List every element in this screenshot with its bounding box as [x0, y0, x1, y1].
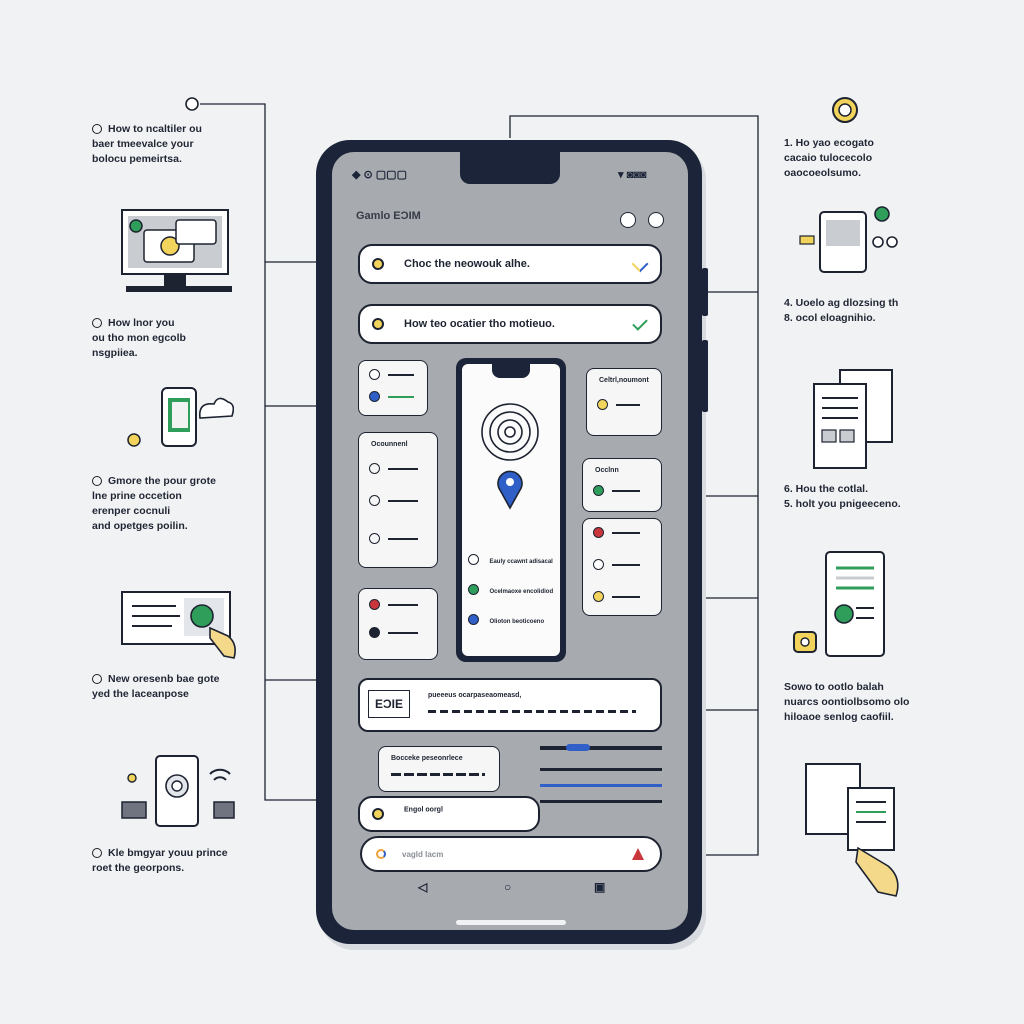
list-card-left[interactable]: Ocounnenl	[358, 432, 438, 568]
summary-card-line	[391, 773, 485, 776]
mini-phone-notch	[492, 362, 530, 378]
phone-gear-illustration-icon	[799, 206, 898, 273]
nav-back-button[interactable]: ◁	[418, 880, 428, 894]
info-card-right-top-title: Celtrl,noumont	[599, 377, 649, 384]
documents-illustration-icon	[813, 369, 893, 469]
banner-title: pueeeus ocarpaseaomeasd,	[428, 692, 522, 699]
slider-3-track[interactable]	[540, 784, 662, 787]
step-number-icon	[92, 674, 102, 684]
radio-icon	[468, 614, 479, 625]
summary-card-title: Bocceke peseonrlece	[391, 755, 463, 762]
status-dot-icon	[593, 527, 604, 538]
nav-home-button[interactable]: ○	[504, 880, 512, 894]
status-bar-left: ◆ ⊙ ▢▢▢	[352, 169, 407, 181]
location-pin-icon	[372, 318, 384, 330]
info-card-right-bottom[interactable]	[582, 518, 662, 616]
mic-icon[interactable]	[632, 848, 644, 860]
option-pill[interactable]: Engol oorgl	[358, 796, 540, 832]
radio-icon	[468, 584, 479, 595]
app-title: Gamlo EƆIM	[356, 210, 421, 222]
step-number-icon	[92, 318, 102, 328]
location-target-icon	[481, 403, 539, 510]
phone-notch	[460, 146, 560, 184]
info-card-right-top[interactable]: Celtrl,noumont	[586, 368, 662, 436]
mini-list-item-3[interactable]: Olioton beoticoeno	[468, 612, 544, 630]
checkmark-icon	[632, 315, 648, 331]
banner-divider	[428, 710, 636, 713]
search-bar-1-text: Choc the neowouk alhe.	[404, 258, 530, 270]
quick-card-top[interactable]	[358, 360, 428, 416]
list-card-left-bottom[interactable]	[358, 588, 438, 660]
mini-list-item-1[interactable]: Eauly ccawnt adisacal	[468, 552, 553, 570]
search-bar-2[interactable]: How teo ocatier tho motieuo.	[358, 304, 662, 344]
account-icon[interactable]	[620, 212, 636, 228]
volume-button	[702, 340, 708, 412]
spiral-icon	[369, 495, 380, 506]
location-pin-icon	[372, 258, 384, 270]
status-dot-icon	[593, 559, 604, 570]
left-note-1: How to ncaltiler ou baer tmeevalce your …	[92, 123, 202, 165]
nav-recent-button[interactable]: ▣	[594, 880, 606, 894]
status-dot-icon	[369, 391, 380, 402]
phone-list-illustration-icon	[825, 551, 885, 657]
search-input-placeholder: vagld lacm	[402, 850, 444, 859]
info-banner[interactable]: EƆIE pueeeus ocarpaseaomeasd,	[358, 678, 662, 732]
lock-badge-icon	[832, 97, 858, 123]
menu-icon[interactable]	[648, 212, 664, 228]
right-note-1: 1. Ho yao ecogato cacaio tulocecolo oaoc…	[784, 137, 874, 179]
right-note-3: 6. Hou the cotlal. 5. holt you pnigeecen…	[784, 483, 901, 510]
mini-list-item-2-text: Ocelmaoxe encolidiod	[489, 589, 554, 595]
link-icon	[369, 463, 380, 474]
option-pill-text: Engol oorgl	[404, 806, 443, 814]
slider-1-thumb[interactable]	[566, 744, 590, 751]
mini-list-item-1-text: Eauly ccawnt adisacal	[489, 559, 553, 565]
monitor-illustration-icon	[121, 209, 232, 292]
status-dot-icon	[597, 399, 608, 410]
left-note-4: New oresenb bae gote yed the laceanpose	[92, 673, 220, 700]
chevron-down-icon	[631, 255, 649, 273]
step-number-icon	[92, 476, 102, 486]
radio-icon	[468, 554, 479, 565]
location-pin-icon	[372, 808, 384, 820]
document-hand-illustration-icon	[805, 763, 899, 897]
google-g-icon	[376, 849, 386, 859]
status-dot-icon	[369, 627, 380, 638]
search-bar-1[interactable]: Choc the neowouk alhe.	[358, 244, 662, 284]
slider-2-track[interactable]	[540, 768, 662, 771]
status-bar-right: ▾ ◙◙◙	[618, 169, 647, 181]
banner-code: EƆIE	[368, 690, 411, 718]
right-note-4: Sowo to ootlo balah nuarcs oontiolbsomo …	[784, 681, 910, 723]
phone-cloud-illustration-icon	[127, 387, 234, 447]
right-note-2: 4. Uoelo ag dlozsing th 8. ocol eloagnih…	[784, 297, 899, 324]
payment-card-hand-illustration-icon	[121, 591, 236, 659]
power-button	[702, 268, 708, 316]
summary-card[interactable]: Bocceke peseonrlece	[378, 746, 500, 792]
info-card-right-mid-title: Occlnn	[595, 467, 619, 474]
left-note-2: How lnor you ou tho mon egcolb nsgpiiea.	[92, 317, 186, 359]
step-number-icon	[92, 124, 102, 134]
status-dot-icon	[369, 599, 380, 610]
search-input[interactable]: vagld lacm	[360, 836, 662, 872]
left-note-5: Kle bmgyar youu prince roet the georpons…	[92, 847, 228, 874]
status-dot-icon	[369, 369, 380, 380]
info-card-right-mid[interactable]: Occlnn	[582, 458, 662, 512]
step-number-icon	[92, 848, 102, 858]
lock-badge-icon	[793, 631, 817, 653]
mini-list-item-3-text: Olioton beoticoeno	[489, 619, 545, 625]
home-indicator[interactable]	[456, 920, 566, 925]
search-bar-2-text: How teo ocatier tho motieuo.	[404, 318, 555, 330]
mini-list-item-2[interactable]: Ocelmaoxe encolidiod	[468, 582, 553, 600]
status-dot-icon	[593, 485, 604, 496]
slider-1-track[interactable]	[540, 746, 662, 750]
status-dot-icon	[593, 591, 604, 602]
phone-wifi-illustration-icon	[121, 755, 235, 827]
list-card-left-title: Ocounnenl	[371, 441, 408, 448]
left-note-3: Gmore the pour grote lne prine occetion …	[92, 475, 216, 532]
slider-4-track[interactable]	[540, 800, 662, 803]
target-icon	[369, 533, 380, 544]
